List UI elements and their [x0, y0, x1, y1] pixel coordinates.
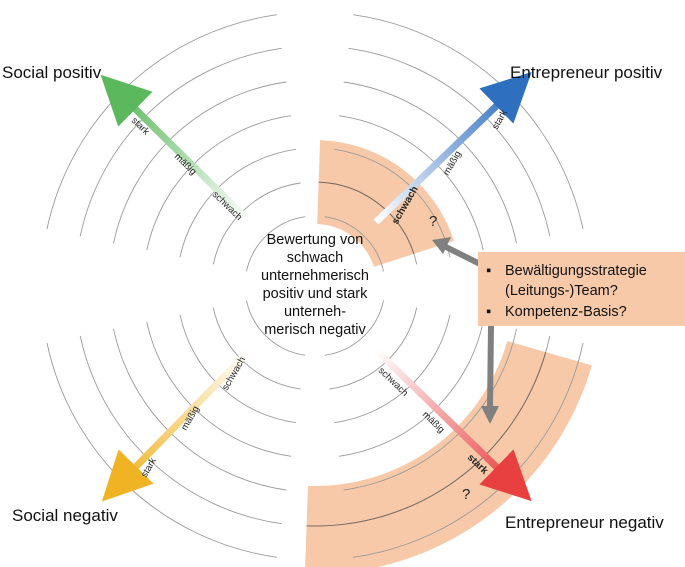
ring-arc [338, 115, 484, 251]
ring-arc [338, 321, 484, 457]
ring-arc [212, 182, 301, 265]
ring-arc [179, 148, 296, 258]
center-line: schwach [287, 250, 343, 266]
connector-arrow-to-weak [444, 244, 484, 268]
center-line: unterneh- [284, 304, 346, 320]
arrow-social-positiv [100, 74, 253, 225]
ring-arc [324, 300, 384, 356]
ring-arc [46, 14, 277, 230]
scale-label-weak: schwach [210, 189, 244, 223]
ring-arc [324, 216, 384, 272]
arrow-social-negativ [101, 347, 253, 502]
ring-arc [343, 328, 517, 491]
ring-arc [146, 321, 292, 457]
arrow-entrepreneur-negativ [373, 347, 532, 502]
label-social-positiv: Social positiv [2, 63, 102, 82]
ring-arc [334, 148, 451, 258]
info-item-competence: Kompetenz-Basis? [505, 304, 627, 320]
arrow-entrepreneur-positiv [373, 71, 532, 225]
ring-arc [348, 47, 551, 237]
question-mark-weak: ? [429, 213, 437, 230]
band-separator-arc [306, 352, 547, 527]
highlight-band-strong [305, 341, 592, 567]
label-social-negativ: Social negativ [12, 506, 118, 525]
label-entrepreneur-negativ: Entrepreneur negativ [505, 513, 664, 532]
highlight-band-weak [317, 140, 454, 267]
info-box [478, 252, 685, 326]
info-item-team: (Leitungs-)Team? [505, 283, 618, 299]
center-line: Bewertung von [267, 232, 364, 248]
ring-arc [246, 216, 306, 272]
ring-arc [343, 81, 517, 244]
center-line: unternehmerisch [261, 268, 369, 284]
ring-arc [246, 300, 306, 356]
ring-arc [146, 115, 292, 251]
question-mark-strong: ? [462, 486, 470, 503]
ring-arc [79, 335, 282, 525]
ring-arc [179, 314, 296, 424]
connector-arrow-to-strong [487, 325, 494, 409]
ring-arc [46, 342, 277, 558]
ring-arc [113, 81, 287, 244]
ring-arc [212, 307, 301, 390]
info-item-coping-strategy: Bewältigungsstrategie [505, 263, 647, 279]
ring-arc [113, 328, 287, 491]
ring-arc [79, 47, 282, 237]
info-bullet: ▪ [486, 304, 491, 320]
connector-arrowhead-strong [481, 406, 499, 424]
band-separator-arc [318, 181, 415, 255]
label-entrepreneur-positiv: Entrepreneur positiv [510, 63, 663, 82]
center-line: positiv und stark [263, 286, 369, 302]
connector-arrowhead-weak [432, 237, 451, 254]
center-line: merisch negativ [264, 322, 366, 338]
info-bullet: ▪ [486, 263, 491, 279]
center-description: Bewertung von schwach unternehmerisch po… [261, 232, 369, 338]
